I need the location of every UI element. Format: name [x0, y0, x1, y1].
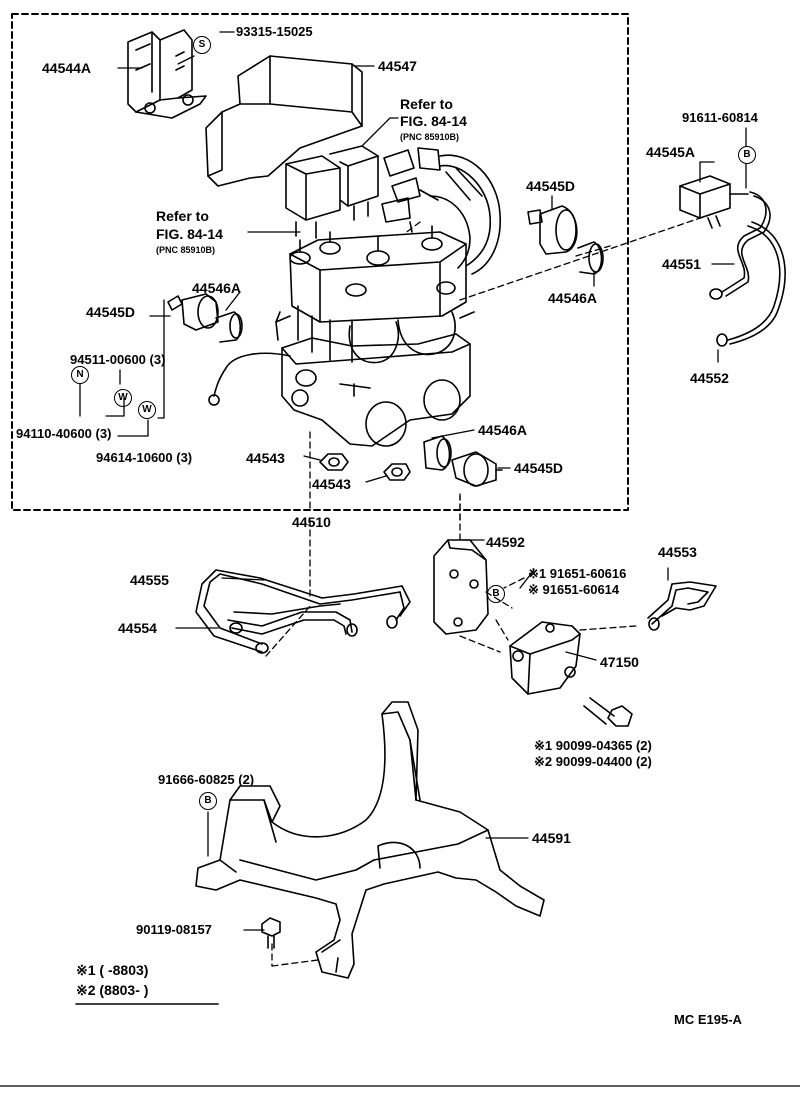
- footnote-1: ※1 ( -8803): [76, 962, 149, 978]
- label-44545D-top: 44545D: [526, 178, 576, 194]
- label-93315-15025: 93315-15025: [236, 24, 313, 39]
- actuator-body-44510: [275, 221, 475, 447]
- seal-44546A-left: [215, 311, 243, 343]
- label-44552: 44552: [690, 370, 729, 386]
- refer-note-1-line2: FIG. 84-14: [400, 113, 467, 129]
- seal-44546A-lower: [423, 435, 452, 471]
- leader-lines: [79, 31, 747, 931]
- label-90099-04400: ※2 90099-04400 (2): [534, 754, 652, 769]
- label-44553: 44553: [658, 544, 697, 560]
- refer-note-1-line3: (PNC 85910B): [400, 132, 460, 142]
- bracket-44591: [195, 701, 545, 979]
- label-44592: 44592: [486, 534, 525, 550]
- sensor-44545D-lower: [451, 451, 503, 487]
- label-94110-40600: 94110-40600 (3): [16, 426, 112, 441]
- ground-wire: [213, 352, 291, 397]
- cover-44547: [205, 55, 363, 187]
- label-91611-60814: 91611-60814: [682, 110, 758, 125]
- valve-47150: [509, 621, 581, 695]
- refer-note-2-line1: Refer to: [156, 208, 209, 224]
- symbol-s-washer: S: [193, 36, 211, 54]
- label-44543-b: 44543: [312, 476, 351, 492]
- dashed-guides: [265, 213, 713, 967]
- label-47150: 47150: [600, 654, 639, 670]
- refer-note-2-line2: FIG. 84-14: [156, 226, 223, 242]
- tube-44553: [647, 581, 717, 631]
- label-91651-60616: ※1 91651-60616: [528, 566, 627, 581]
- label-44545D-left: 44545D: [86, 304, 136, 320]
- label-44545D-lower: 44545D: [514, 460, 564, 476]
- relays: [285, 145, 379, 239]
- bolt-90099: [583, 697, 633, 727]
- label-94614-10600: 94614-10600 (3): [96, 450, 193, 465]
- label-44545A: 44545A: [646, 144, 696, 160]
- tubes-44554-44555: [195, 569, 411, 654]
- ground-terminal: [208, 394, 220, 406]
- sensor-44545D-top: [527, 205, 578, 255]
- bolt-90119: [261, 917, 281, 949]
- label-44555: 44555: [130, 572, 169, 588]
- tube-44552: [716, 221, 786, 347]
- bracket-44592: [433, 539, 489, 635]
- label-44546A-left: 44546A: [192, 280, 242, 296]
- resistor-44545A: [679, 175, 749, 229]
- label-44554: 44554: [118, 620, 157, 636]
- symbol-w-washer-1: W: [114, 389, 132, 407]
- actuator-group-border: [11, 13, 629, 511]
- label-90119-08157: 90119-08157: [136, 922, 212, 937]
- label-44543-a: 44543: [246, 450, 285, 466]
- symbol-b-bolt-3: B: [199, 792, 217, 810]
- harness-connectors: [381, 147, 501, 275]
- sensor-44545D-left: [167, 293, 219, 331]
- label-44544A: 44544A: [42, 60, 92, 76]
- seal-44546A-right: [577, 241, 604, 275]
- label-44546A-lower: 44546A: [478, 422, 528, 438]
- refer-note-2-line3: (PNC 85910B): [156, 245, 216, 255]
- tube-44551: [709, 191, 771, 300]
- label-90099-04365: ※1 90099-04365 (2): [534, 738, 652, 753]
- symbol-w-washer-2: W: [138, 401, 156, 419]
- symbol-b-bolt-1: B: [738, 146, 756, 164]
- diagram-code: MC E195-A: [674, 1012, 742, 1027]
- label-44591: 44591: [532, 830, 571, 846]
- label-94511-00600: 94511-00600 (3): [70, 352, 166, 367]
- label-91651-60614: ※ 91651-60614: [528, 582, 620, 597]
- symbol-b-bolt-2: B: [487, 585, 505, 603]
- label-44510: 44510: [292, 514, 331, 530]
- label-44547: 44547: [378, 58, 417, 74]
- footnote-2: ※2 (8803- ): [76, 982, 149, 998]
- symbol-n-nut: N: [71, 366, 89, 384]
- refer-note-1-line1: Refer to: [400, 96, 453, 112]
- label-44551: 44551: [662, 256, 701, 272]
- label-91666-60825: 91666-60825 (2): [158, 772, 255, 787]
- label-44546A-right: 44546A: [548, 290, 598, 306]
- nuts-44543: [319, 453, 411, 481]
- bracket-44544A: [127, 29, 207, 119]
